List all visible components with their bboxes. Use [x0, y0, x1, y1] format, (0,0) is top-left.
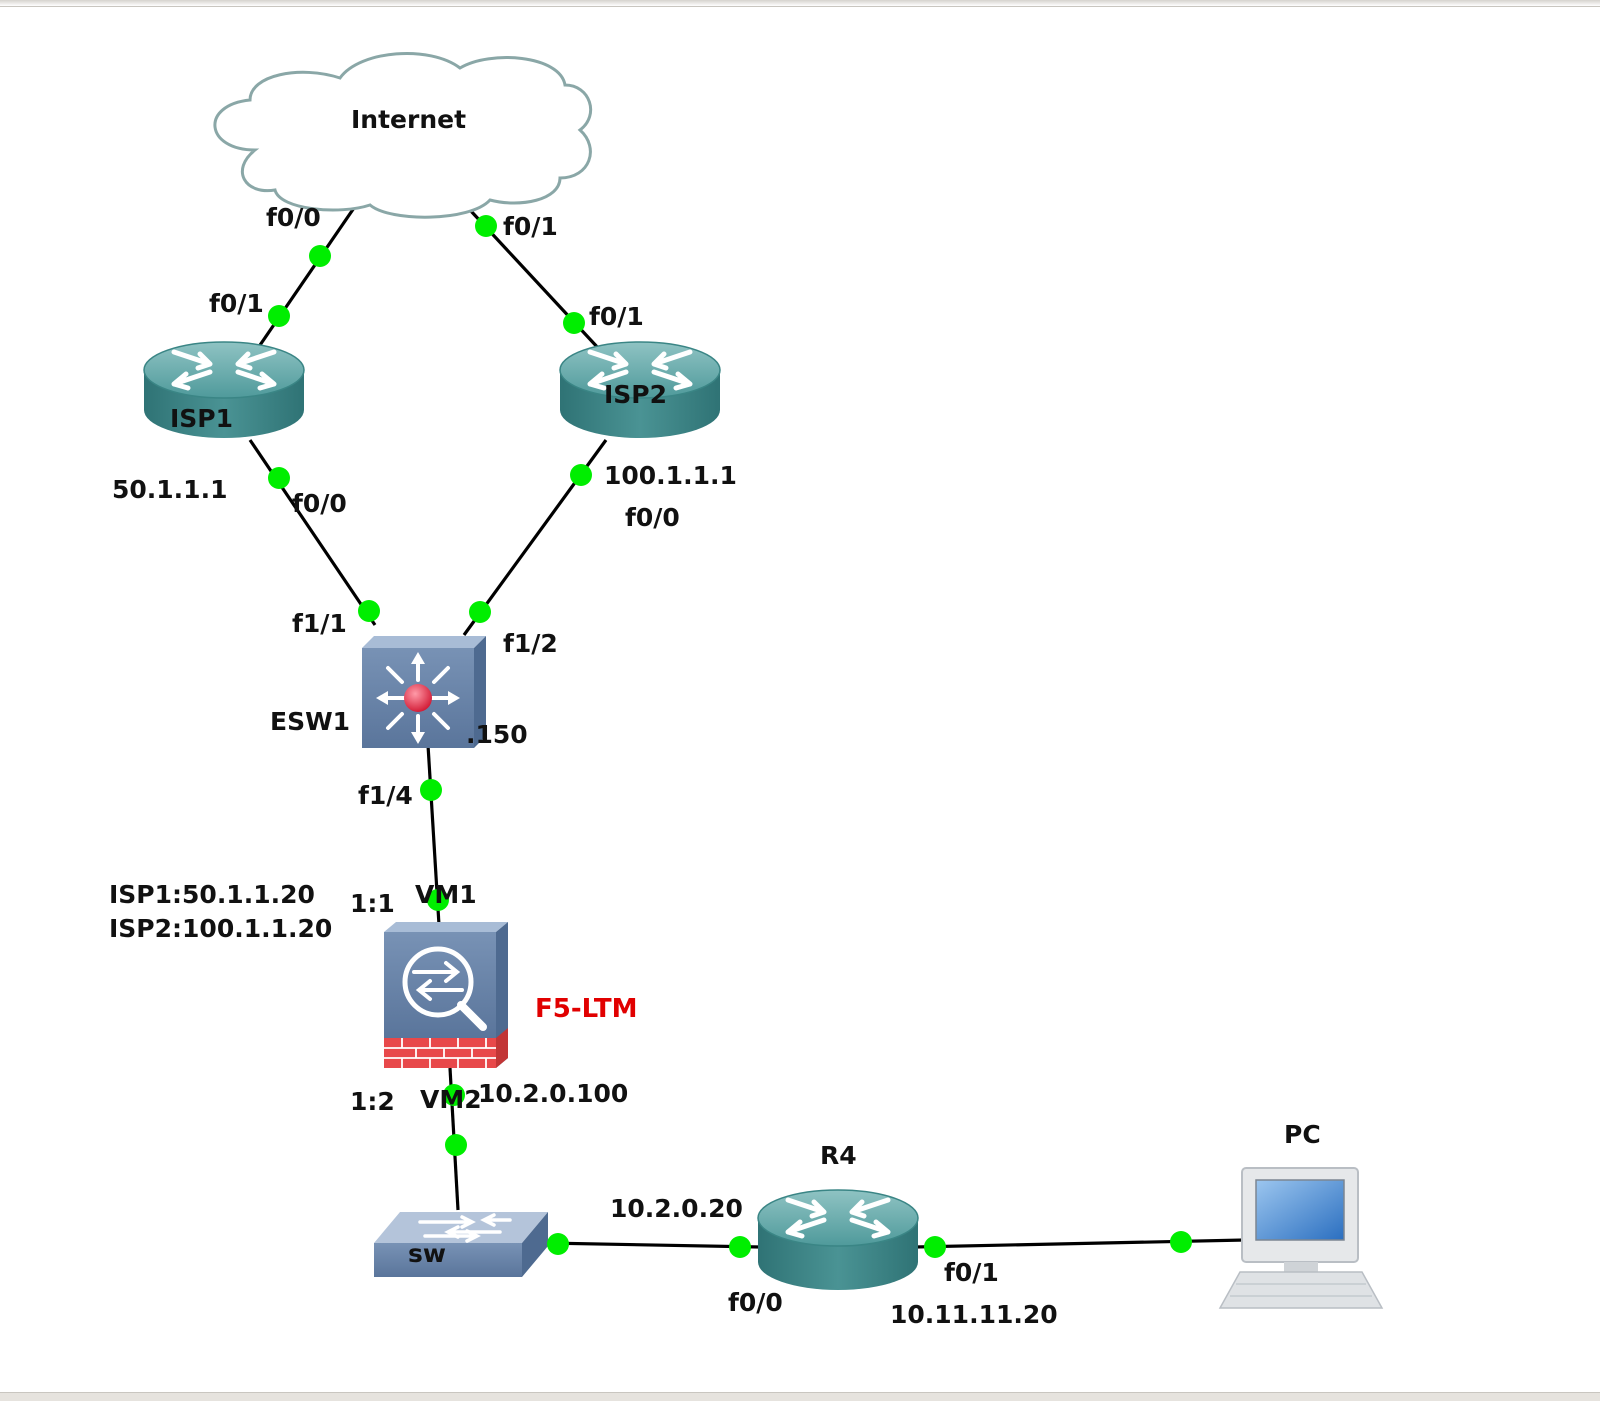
label-isp2-ip: 100.1.1.1	[604, 461, 737, 490]
r4-label: R4	[820, 1141, 857, 1170]
cloud-label: Internet	[351, 105, 466, 134]
firewall-bricks-icon	[384, 1028, 508, 1068]
port-dot-f5-vm1	[427, 889, 449, 911]
port-dot-isp1-f01	[268, 305, 290, 327]
label-isp1-ip: 50.1.1.1	[112, 475, 227, 504]
port-dot-esw1-f12	[469, 601, 491, 623]
port-dot-isp1-f00	[268, 467, 290, 489]
f5-label: F5-LTM	[535, 994, 638, 1024]
label-f5-port-12: 1:2	[350, 1087, 395, 1116]
port-dot-r4-f01	[924, 1236, 946, 1258]
multilayer-switch-icon	[362, 636, 486, 748]
label-r4-f00: f0/0	[728, 1288, 783, 1317]
port-dot-esw1-f11	[358, 600, 380, 622]
port-dot-sw-r4	[547, 1233, 569, 1255]
port-dot-cloud-f01	[475, 215, 497, 237]
label-r4-ip-in: 10.2.0.20	[610, 1194, 743, 1223]
esw1-label: ESW1	[270, 707, 350, 736]
link-sw-r4[interactable]	[544, 1241, 761, 1249]
cloud-icon	[213, 51, 593, 219]
label-f5-port-11: 1:1	[350, 889, 395, 918]
isp1-label: ISP1	[170, 404, 233, 433]
port-dot-sw-uplink	[445, 1134, 467, 1156]
pc-icon	[1218, 1167, 1384, 1309]
window-bottom-edge	[0, 1392, 1600, 1401]
label-f5-vm1: VM1	[415, 880, 477, 909]
isp2-label: ISP2	[604, 380, 667, 409]
switch-icon	[374, 1212, 548, 1277]
switch-sw[interactable]: sw	[374, 1212, 548, 1277]
label-esw1-ip: .150	[466, 720, 528, 749]
link-isp1-esw1[interactable]	[248, 439, 377, 626]
router-icon	[757, 1189, 919, 1290]
label-isp2-f00: f0/0	[625, 503, 680, 532]
port-dot-r4-f00	[729, 1236, 751, 1258]
port-indicators	[268, 215, 1192, 1258]
router-icon	[559, 341, 721, 438]
router-isp1[interactable]: ISP1	[143, 341, 305, 438]
port-dot-f5-vm2	[443, 1084, 465, 1106]
pc-label: PC	[1284, 1120, 1321, 1149]
label-esw1-f14: f1/4	[358, 781, 413, 810]
label-esw1-f11: f1/1	[292, 609, 347, 638]
label-f5-ip: 10.2.0.100	[478, 1079, 628, 1108]
link-r4-pc[interactable]	[914, 1238, 1246, 1249]
port-dot-isp2-f01	[563, 312, 585, 334]
label-esw1-f12: f1/2	[503, 629, 558, 658]
label-f5-vip-isp2: ISP2:100.1.1.20	[109, 914, 332, 943]
label-cloud-f00: f0/0	[266, 203, 321, 232]
router-isp2[interactable]: ISP2	[559, 341, 721, 438]
load-balancer-icon	[384, 922, 508, 1068]
window-top-edge	[0, 0, 1600, 7]
port-dot-esw1-f14	[420, 779, 442, 801]
router-icon	[143, 341, 305, 438]
label-cloud-f01: f0/1	[503, 212, 558, 241]
interface-labels: f0/0 f0/1 f0/1 f0/1 50.1.1.1 f0/0 100.1.…	[109, 203, 1058, 1329]
port-dot-isp2-f00	[570, 464, 592, 486]
port-dot-cloud-f00	[309, 245, 331, 267]
port-dot-pc	[1170, 1231, 1192, 1253]
magnifier-icon	[402, 946, 487, 1031]
load-balancer-f5[interactable]: F5-LTM	[384, 922, 638, 1068]
internet-cloud[interactable]: Internet	[213, 51, 593, 219]
label-isp1-f01: f0/1	[209, 289, 264, 318]
label-r4-f01: f0/1	[944, 1258, 999, 1287]
label-isp1-f00: f0/0	[292, 489, 347, 518]
label-isp2-f01: f0/1	[589, 302, 644, 331]
router-r4[interactable]: R4	[757, 1141, 919, 1290]
label-f5-vm2: VM2	[420, 1085, 482, 1114]
sw-label: sw	[408, 1239, 446, 1268]
pc-host[interactable]: PC	[1218, 1120, 1384, 1309]
multilayer-switch-esw1[interactable]: ESW1	[270, 636, 486, 748]
label-f5-vip-isp1: ISP1:50.1.1.20	[109, 880, 315, 909]
label-r4-ip-out: 10.11.11.20	[890, 1300, 1058, 1329]
